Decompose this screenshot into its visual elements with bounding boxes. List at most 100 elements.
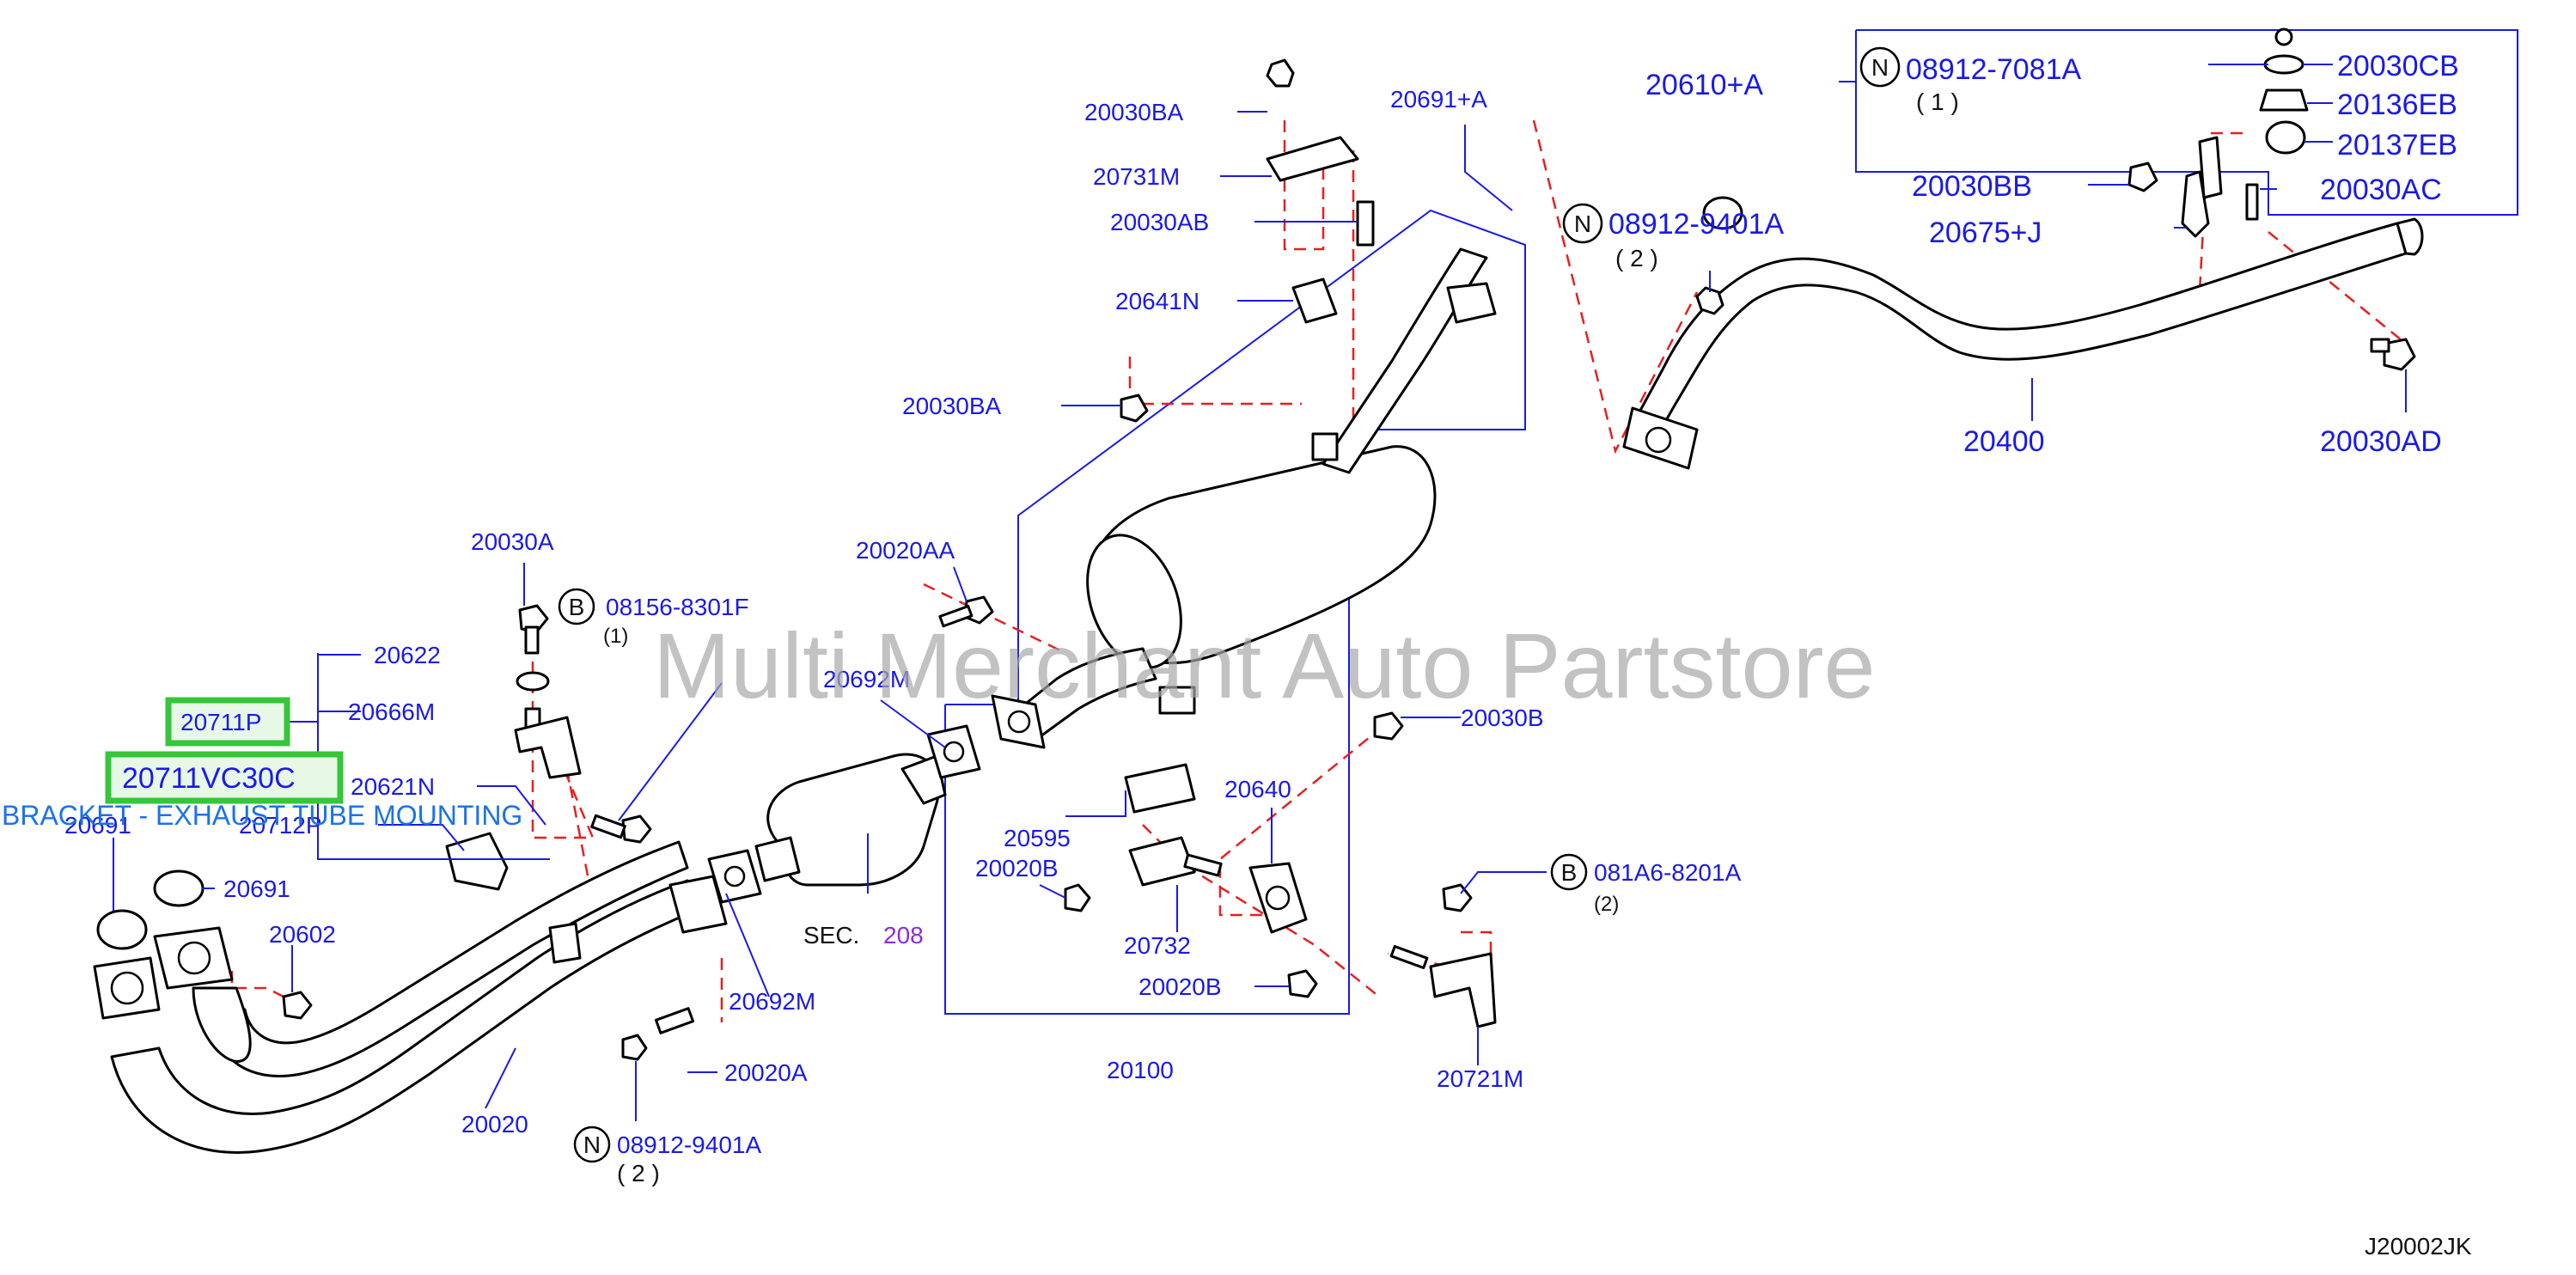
leader-20020B-left bbox=[1039, 884, 1066, 899]
label-20711VC30C[interactable]: 20711VC30C bbox=[122, 762, 296, 795]
label-08912-7081A[interactable]: 08912-7081A bbox=[1906, 53, 2082, 86]
muffler-hardware bbox=[938, 58, 1497, 1028]
symbol-circle-n-2 bbox=[1562, 203, 1603, 244]
bolt-081A6-8201A-head bbox=[1442, 883, 1473, 912]
label-20030AD[interactable]: 20030AD bbox=[2320, 425, 2442, 458]
symbol-circle-b-2 bbox=[1550, 853, 1588, 891]
insulator-20136EB bbox=[2259, 88, 2309, 112]
qty-08156-8301F: (1) bbox=[603, 625, 628, 648]
label-20030BA-top[interactable]: 20030BA bbox=[1084, 99, 1184, 125]
highlight-box-20711P bbox=[165, 697, 290, 747]
label-20675J[interactable]: 20675+J bbox=[1929, 217, 2042, 249]
label-20691-left[interactable]: 20691 bbox=[64, 812, 131, 839]
leader-08156-8301F bbox=[618, 682, 723, 821]
highlight-box-20711VC30C bbox=[105, 751, 344, 804]
flange-dash-line bbox=[1532, 119, 1699, 454]
label-20100[interactable]: 20100 bbox=[1107, 1057, 1174, 1083]
muffler-inlet-flange bbox=[991, 694, 1046, 749]
nut-20602 bbox=[282, 991, 313, 1020]
label-20030BA-mid[interactable]: 20030BA bbox=[902, 393, 1002, 419]
insulator-20640 bbox=[1248, 862, 1308, 934]
bracket-20721M bbox=[1429, 952, 1497, 1028]
leader-20692M-bottom bbox=[725, 893, 770, 997]
nut-08912-9401A-top bbox=[1695, 286, 1724, 315]
label-20691A[interactable]: 20691+A bbox=[1390, 86, 1487, 113]
exhaust-tube-20020-upper bbox=[213, 840, 689, 1078]
qty-081A6-8201A: (2) bbox=[1594, 893, 1619, 916]
nut-20020B-bottom bbox=[1287, 969, 1318, 998]
gasket-20692M-bottom-hole bbox=[723, 865, 746, 888]
label-20711P[interactable]: 20711P bbox=[180, 709, 261, 735]
label-08912-9401A-bottom[interactable]: 08912-9401A bbox=[617, 1132, 761, 1158]
catalytic-outlet-cone bbox=[900, 754, 947, 805]
leader-20020 bbox=[485, 1047, 516, 1109]
nut-20030BA-top bbox=[1266, 58, 1295, 88]
symbol-circle-n-3 bbox=[573, 1126, 611, 1163]
bolt-08156-8301F-head bbox=[621, 814, 652, 844]
label-08156-8301F[interactable]: 08156-8301F bbox=[606, 594, 749, 620]
leader-20020AA bbox=[953, 566, 968, 602]
nut-08912-9401A-bottom bbox=[621, 1034, 648, 1061]
qty-08912-9401A-top: ( 2 ) bbox=[1615, 245, 1658, 271]
part-labels[interactable]: 20610+A 08912-7081A ( 1 ) 20030CB 20136E… bbox=[64, 50, 2459, 1187]
label-081A6-8201A[interactable]: 081A6-8201A bbox=[1594, 859, 1742, 886]
sec-number-link[interactable]: 208 bbox=[883, 922, 924, 949]
label-20692M-top[interactable]: 20692M bbox=[823, 666, 910, 692]
bolt-20030A-shank bbox=[524, 625, 540, 655]
bracket-20595 bbox=[1124, 763, 1196, 814]
insulator-20640-hole bbox=[1265, 885, 1291, 911]
label-20400[interactable]: 20400 bbox=[1963, 425, 2045, 458]
label-20030AC[interactable]: 20030AC bbox=[2320, 174, 2442, 206]
clamp-20675J bbox=[2181, 170, 2210, 238]
label-20030A[interactable]: 20030A bbox=[471, 528, 554, 555]
label-20030CB[interactable]: 20030CB bbox=[2337, 50, 2459, 82]
label-20691-mid[interactable]: 20691 bbox=[223, 875, 290, 902]
symbol-n-1: N bbox=[1871, 54, 1889, 81]
catalytic-converter bbox=[754, 753, 947, 887]
symbol-b-2: B bbox=[1561, 859, 1578, 886]
label-20621N[interactable]: 20621N bbox=[351, 773, 435, 800]
label-20020B-bottom[interactable]: 20020B bbox=[1138, 973, 1222, 1000]
nut-dash-line bbox=[1128, 357, 1302, 406]
label-20622[interactable]: 20622 bbox=[374, 642, 441, 668]
muffler-hanger-stud bbox=[1158, 686, 1196, 715]
label-20136EB[interactable]: 20136EB bbox=[2337, 88, 2457, 121]
gasket-20692M-top bbox=[926, 724, 981, 779]
muffler-inlet-pipe bbox=[1012, 647, 1157, 745]
label-20020A[interactable]: 20020A bbox=[724, 1059, 808, 1086]
nut-20030CB bbox=[2274, 27, 2293, 46]
label-20020B-left[interactable]: 20020B bbox=[975, 855, 1059, 882]
label-20732[interactable]: 20732 bbox=[1124, 932, 1191, 959]
highlighted-parts[interactable]: 20711P 20711VC30C bbox=[105, 697, 344, 804]
muffler-assembly-outline bbox=[944, 209, 1526, 1015]
part-tooltip: BRACKET - EXHAUST TUBE MOUNTING bbox=[2, 800, 522, 831]
label-20137EB[interactable]: 20137EB bbox=[2337, 129, 2457, 162]
label-20666M[interactable]: 20666M bbox=[348, 699, 435, 725]
tube-flange-right bbox=[153, 926, 234, 990]
label-20640[interactable]: 20640 bbox=[1224, 776, 1291, 802]
label-20020AA[interactable]: 20020AA bbox=[856, 537, 955, 564]
clamp-strap bbox=[2198, 136, 2223, 199]
bracket-20732 bbox=[1128, 836, 1196, 887]
label-20610A[interactable]: 20610+A bbox=[1645, 69, 1763, 101]
tube-flange-right-hole bbox=[177, 941, 211, 975]
label-20030AB[interactable]: 20030AB bbox=[1110, 209, 1209, 235]
assembly-outlines bbox=[944, 29, 2518, 1015]
label-20712P[interactable]: 20712P bbox=[239, 812, 322, 839]
label-20602[interactable]: 20602 bbox=[269, 921, 336, 948]
label-20721M[interactable]: 20721M bbox=[1437, 1065, 1523, 1092]
label-20595[interactable]: 20595 bbox=[1004, 825, 1071, 851]
leader-lines bbox=[113, 64, 2407, 1121]
label-08912-9401A-top[interactable]: 08912-9401A bbox=[1608, 208, 1785, 241]
label-20020[interactable]: 20020 bbox=[461, 1111, 528, 1138]
label-20030B[interactable]: 20030B bbox=[1461, 705, 1544, 731]
tailpipe-kit-outline bbox=[1855, 29, 2518, 216]
label-20030BB[interactable]: 20030BB bbox=[1912, 170, 2032, 203]
washer-20030CB bbox=[2263, 54, 2304, 75]
label-20731M[interactable]: 20731M bbox=[1093, 163, 1180, 190]
sec-label: SEC. bbox=[803, 922, 859, 949]
label-20641N[interactable]: 20641N bbox=[1115, 288, 1199, 314]
bracket-20731M bbox=[1266, 136, 1359, 182]
label-20692M-bottom[interactable]: 20692M bbox=[729, 988, 815, 1015]
